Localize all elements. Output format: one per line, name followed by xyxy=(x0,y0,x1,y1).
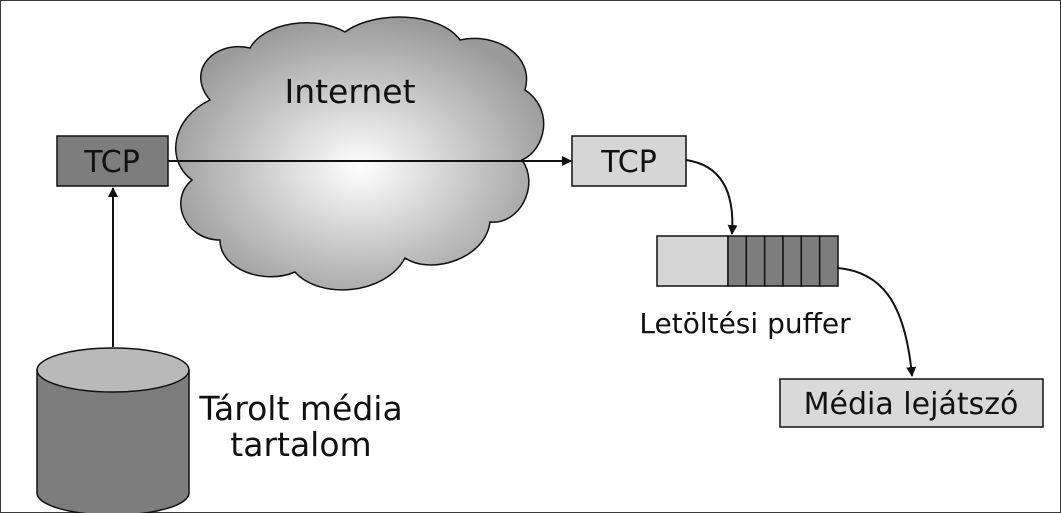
server-tcp-box: TCP xyxy=(56,135,169,187)
cylinder-top xyxy=(36,347,190,393)
media-player-label: Média lejátszó xyxy=(804,387,1019,422)
buffer-slot xyxy=(818,235,839,287)
internet-cloud: Internet xyxy=(175,16,545,291)
buffer-slot xyxy=(727,235,748,287)
buffer-to-player-arrow xyxy=(837,267,917,377)
client-tcp-box: TCP xyxy=(571,135,687,187)
media-storage-cylinder: Tárolt média tartalom xyxy=(36,347,403,513)
download-buffer: Letöltési puffer xyxy=(639,235,851,340)
buffer-slot xyxy=(745,235,766,287)
buffer-label: Letöltési puffer xyxy=(639,307,851,340)
server-tcp-label: TCP xyxy=(83,145,140,180)
cloud-shape xyxy=(175,16,545,291)
buffer-slot xyxy=(782,235,803,287)
internet-label: Internet xyxy=(284,72,415,111)
buffer-filled-slots xyxy=(727,235,839,287)
buffer-empty-area xyxy=(656,235,729,287)
media-player-box: Média lejátszó xyxy=(779,378,1044,428)
cylinder-body xyxy=(36,369,190,513)
buffer-slot xyxy=(763,235,784,287)
tcp-to-buffer-arrow xyxy=(685,159,738,235)
buffer-slot xyxy=(800,235,821,287)
storage-label-line2: tartalom xyxy=(230,425,371,464)
storage-label-line1: Tárolt média xyxy=(198,389,402,428)
client-tcp-label: TCP xyxy=(600,145,657,180)
